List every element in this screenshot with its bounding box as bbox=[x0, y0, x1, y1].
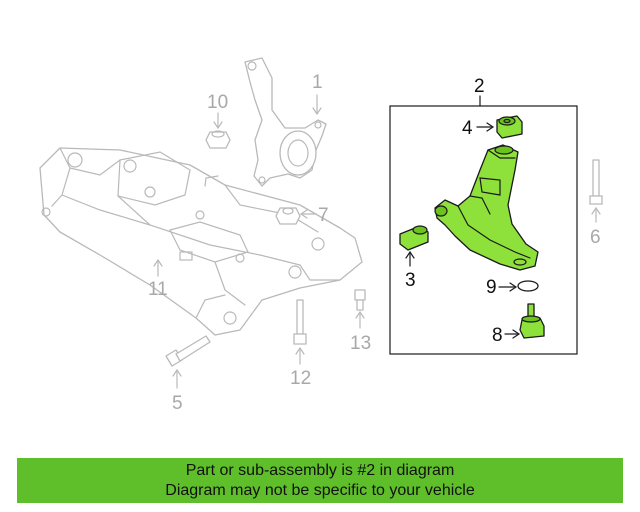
lower-control-arm[interactable] bbox=[434, 144, 539, 271]
callout-11: 11 bbox=[148, 279, 168, 300]
snap-ring-9[interactable] bbox=[517, 280, 539, 292]
bolt-6[interactable] bbox=[589, 159, 603, 205]
callout-1: 1 bbox=[312, 72, 323, 93]
banner-line-2: Diagram may not be specific to your vehi… bbox=[165, 481, 475, 499]
callout-3: 3 bbox=[405, 270, 416, 291]
callout-5: 5 bbox=[172, 393, 183, 414]
bolt-13[interactable] bbox=[354, 289, 366, 311]
ball-joint-8[interactable] bbox=[519, 303, 545, 339]
steering-knuckle[interactable] bbox=[244, 57, 327, 187]
callout-13: 13 bbox=[350, 333, 371, 354]
parts-diagram: 11 1 10 7 5 12 bbox=[39, 57, 603, 414]
banner-line-1: Part or sub-assembly is #2 in diagram bbox=[185, 461, 455, 479]
assembly-2-box bbox=[389, 105, 578, 355]
callout-2: 2 bbox=[474, 76, 485, 97]
callout-10: 10 bbox=[207, 92, 228, 113]
nut-10[interactable] bbox=[205, 130, 231, 149]
bolt-12[interactable] bbox=[293, 299, 307, 345]
callout-7: 7 bbox=[318, 205, 329, 226]
info-banner: Part or sub-assembly is #2 in diagram Di… bbox=[17, 458, 623, 503]
callout-4: 4 bbox=[462, 118, 473, 139]
callout-8: 8 bbox=[492, 325, 503, 346]
bolt-5[interactable] bbox=[165, 335, 211, 367]
bushing-4[interactable] bbox=[496, 115, 523, 139]
bushing-3[interactable] bbox=[399, 225, 429, 251]
callout-9: 9 bbox=[486, 277, 497, 298]
callout-6: 6 bbox=[590, 227, 601, 248]
subframe-crossmember[interactable] bbox=[39, 147, 363, 336]
nut-7[interactable] bbox=[275, 207, 301, 225]
callout-12: 12 bbox=[290, 368, 311, 389]
